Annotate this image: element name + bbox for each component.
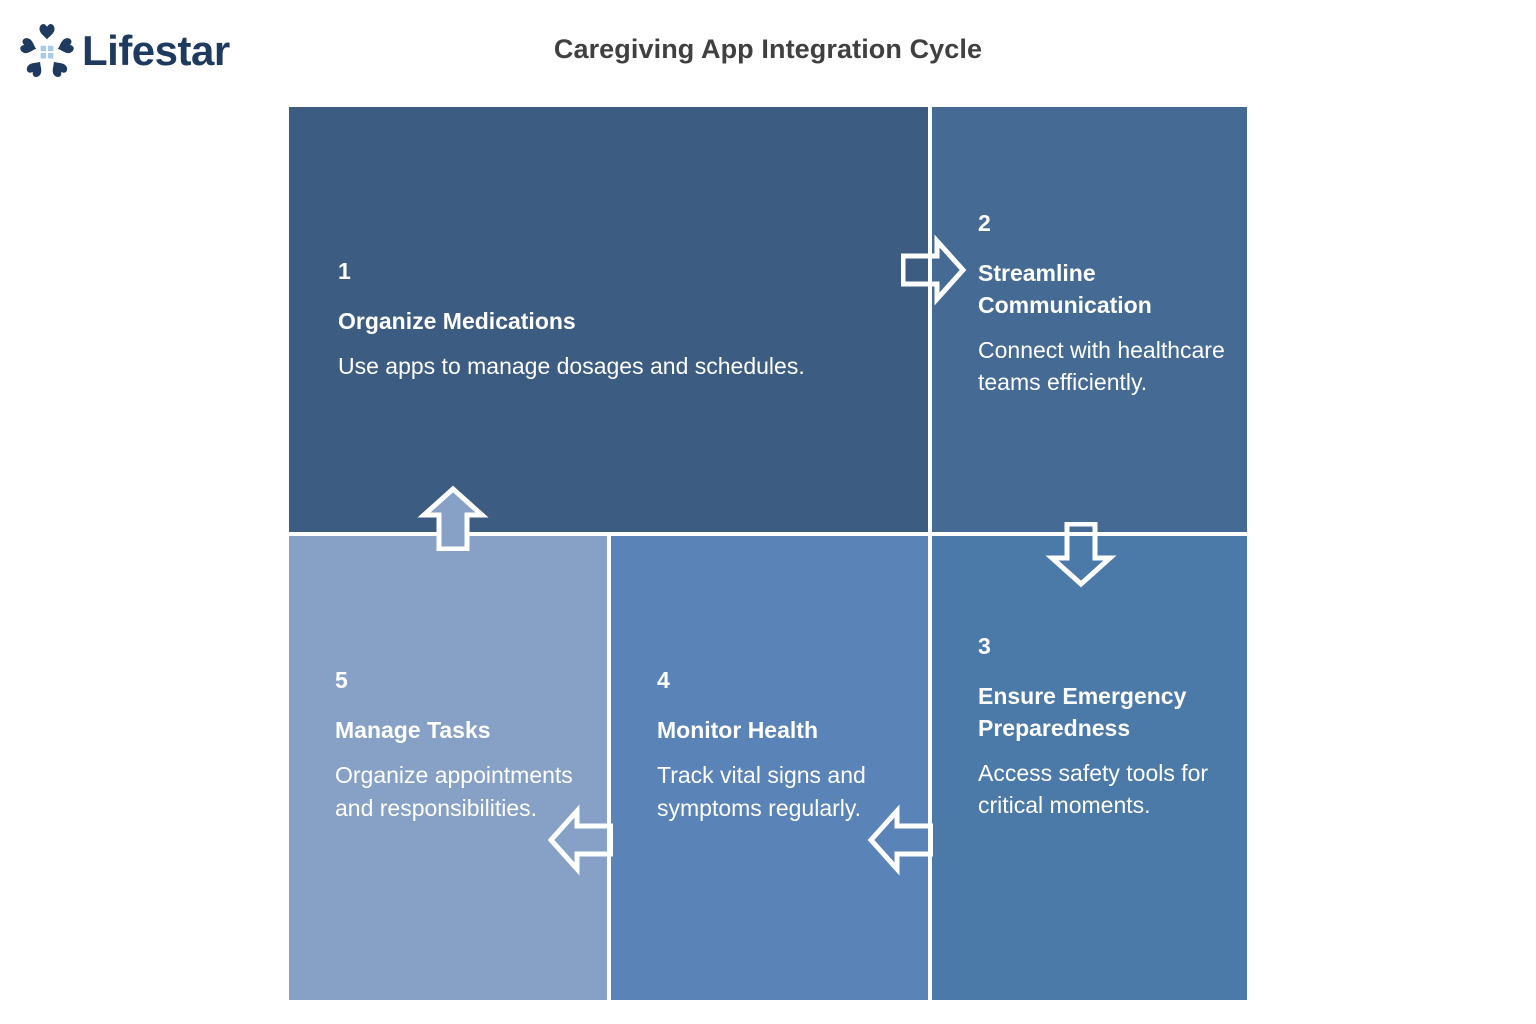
step-panel-1[interactable]: 1 Organize Medications Use apps to manag… bbox=[289, 107, 928, 532]
step-body: Track vital signs and symptoms regularly… bbox=[657, 762, 866, 821]
lifestar-hearts-house-icon bbox=[20, 24, 74, 77]
step-body: Use apps to manage dosages and schedules… bbox=[338, 353, 805, 380]
step-heading: Manage Tasks bbox=[335, 717, 491, 744]
step-heading: Ensure Emergency Preparedness bbox=[978, 683, 1187, 742]
arrow-left-icon bbox=[867, 804, 933, 876]
page-title: Caregiving App Integration Cycle bbox=[553, 34, 983, 64]
step-body: Connect with healthcare teams efficientl… bbox=[978, 336, 1225, 396]
step-heading: Monitor Health bbox=[657, 717, 818, 744]
brand-logo: Lifestar bbox=[18, 22, 230, 80]
step-heading: Organize Medications bbox=[338, 308, 576, 335]
step-body: Organize appointments and responsibiliti… bbox=[335, 762, 573, 821]
brand-name: Lifestar bbox=[82, 27, 230, 74]
step-panel-3[interactable]: 3 Ensure Emergency Preparedness Access s… bbox=[932, 536, 1247, 1000]
arrow-up-icon bbox=[417, 485, 489, 551]
step-body: Access safety tools for critical moments… bbox=[978, 759, 1209, 819]
arrow-down-icon bbox=[1045, 522, 1117, 588]
step-panel-4[interactable]: 4 Monitor Health Track vital signs and s… bbox=[611, 536, 928, 1000]
step-panel-2[interactable]: 2 Streamline Communication Connect with … bbox=[932, 107, 1247, 532]
arrow-left-icon bbox=[547, 804, 613, 876]
cycle-diagram: 1 Organize Medications Use apps to manag… bbox=[289, 107, 1247, 1000]
step-number: 2 bbox=[978, 210, 991, 236]
step-number: 1 bbox=[338, 258, 351, 284]
step-number: 3 bbox=[978, 633, 991, 659]
arrow-right-icon bbox=[901, 234, 967, 306]
step-panel-5[interactable]: 5 Manage Tasks Organize appointments and… bbox=[289, 536, 607, 1000]
step-number: 5 bbox=[335, 667, 348, 693]
step-number: 4 bbox=[657, 667, 670, 693]
step-heading: Streamline Communication bbox=[978, 260, 1152, 319]
